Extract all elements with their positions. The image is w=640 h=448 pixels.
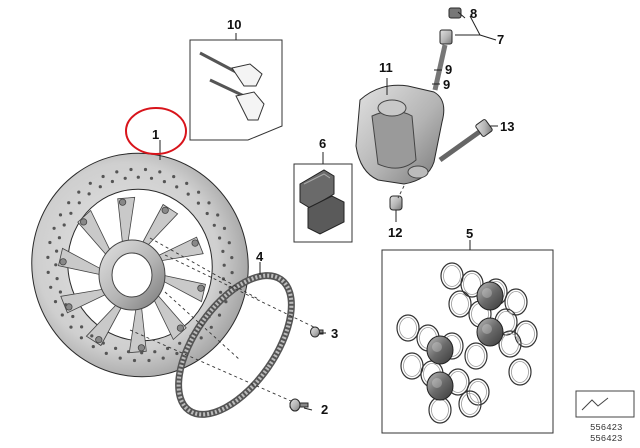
callout-2: 2 — [321, 402, 328, 417]
bleeder-valve — [432, 7, 462, 91]
callout-11: 11 — [379, 60, 393, 75]
callout-7: 7 — [497, 32, 504, 47]
callout-5: 5 — [466, 226, 473, 241]
reference-number-a: 556423 — [590, 423, 622, 433]
callout-10: 10 — [227, 17, 241, 32]
callout-3: 3 — [331, 326, 338, 341]
leader-lines — [159, 11, 498, 411]
callout-9b: 9 — [443, 77, 450, 92]
callout-12: 12 — [388, 225, 402, 240]
caliper-bolt — [438, 119, 493, 163]
pad-pins-box — [189, 39, 283, 141]
reference-number-b: 556423 — [590, 434, 622, 444]
callout-13: 13 — [500, 119, 514, 134]
mounting-lines — [129, 237, 321, 406]
disc-bolt-long — [289, 398, 309, 412]
bushing — [389, 195, 403, 211]
abs-sensor-ring — [175, 272, 295, 418]
callout-6: 6 — [319, 136, 326, 151]
brake-caliper — [355, 84, 445, 185]
disc-carrier-spokes — [58, 196, 206, 354]
brake-pads-box — [293, 163, 353, 243]
callout-labels: 1 2 3 4 5 6 7 8 9 9 10 11 12 13 — [152, 6, 514, 417]
brake-disc — [31, 152, 249, 378]
callout-4: 4 — [256, 249, 264, 264]
piston-seals — [396, 262, 538, 424]
reference-box: 556423 556423 — [575, 390, 635, 444]
disc-bolt-short — [310, 326, 324, 338]
highlight-circle — [125, 107, 187, 155]
callout-9a: 9 — [445, 62, 452, 77]
callout-8: 8 — [470, 6, 477, 21]
seal-kit-box — [381, 249, 554, 434]
callout-1: 1 — [152, 127, 159, 142]
